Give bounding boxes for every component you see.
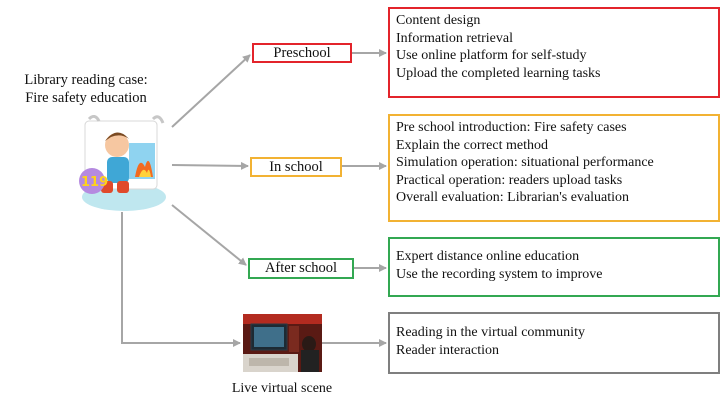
stage-in-school: In school (250, 157, 342, 177)
arrow-to-in-school (171, 161, 249, 170)
stage-in-school-label: In school (269, 159, 323, 175)
in-school-item: Explain the correct method (396, 137, 548, 153)
preschool-item: Use online platform for self-study (396, 48, 587, 64)
in-school-detail-box: Pre school introduction: Fire safety cas… (388, 114, 720, 222)
source-line-1: Library reading case: (24, 72, 148, 88)
arrow-to-live-scene (121, 212, 241, 347)
source-line-2: Fire safety education (25, 90, 147, 106)
stage-preschool-label: Preschool (273, 45, 331, 61)
preschool-item: Upload the completed learning tasks (396, 65, 601, 81)
preschool-item: Information retrieval (396, 30, 514, 46)
arrow-to-preschool (171, 54, 251, 128)
live-item: Reader interaction (396, 342, 500, 358)
in-school-item: Practical operation: readers upload task… (396, 172, 623, 188)
source-label: Library reading case: Fire safety educat… (0, 71, 172, 107)
stage-preschool: Preschool (252, 43, 352, 63)
in-school-item: Simulation operation: situational perfor… (396, 155, 654, 171)
live-item: Reading in the virtual community (396, 325, 585, 340)
stage-after-school-label: After school (264, 260, 338, 276)
live-scene-label: Live virtual scene (231, 381, 333, 396)
after-school-item: Expert distance online education (396, 249, 580, 264)
after-school-detail-box: Expert distance online education Use the… (388, 237, 720, 297)
arrow-to-after-school (171, 204, 247, 266)
in-school-item: Pre school introduction: Fire safety cas… (396, 120, 627, 135)
preschool-item: Content design (396, 13, 481, 28)
firefighter-cartoon-image: 119 (79, 115, 166, 211)
preschool-detail-box: Content design Information retrieval Use… (388, 7, 720, 98)
live-virtual-scene-photo (243, 314, 322, 372)
stage-after-school: After school (248, 258, 354, 279)
live-detail-box: Reading in the virtual community Reader … (388, 312, 720, 374)
in-school-item: Overall evaluation: Librarian's evaluati… (396, 190, 630, 206)
svg-text:119: 119 (81, 175, 108, 190)
after-school-item: Use the recording system to improve (396, 266, 603, 282)
